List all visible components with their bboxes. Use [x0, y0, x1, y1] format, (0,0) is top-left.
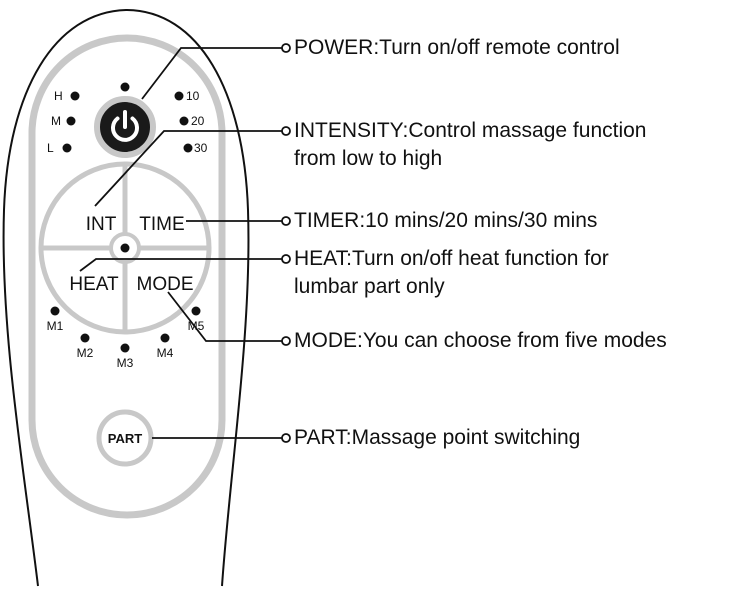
mode-button[interactable]: MODE	[137, 274, 194, 295]
leader-end-part	[281, 433, 291, 443]
callout-part: PART:Massage point switching	[294, 426, 581, 449]
mode-dot-m3	[120, 343, 130, 353]
mode-label-m1: M1	[47, 319, 64, 333]
callout-heat-line2: lumbar part only	[294, 275, 445, 298]
mode-label-m3: M3	[117, 356, 134, 370]
intensity-label-m: M	[51, 114, 61, 128]
time-button[interactable]: TIME	[139, 214, 184, 235]
int-button[interactable]: INT	[86, 214, 117, 235]
intensity-dot-m	[66, 116, 76, 126]
callout-timer: TIMER:10 mins/20 mins/30 mins	[294, 209, 598, 232]
leader-end-power	[281, 43, 291, 53]
leader-intensity	[94, 130, 282, 207]
heat-button[interactable]: HEAT	[69, 274, 119, 295]
callout-intensity-line2: from low to high	[294, 147, 443, 170]
leader-mode	[167, 291, 282, 342]
power-top-indicator-dot	[120, 82, 130, 92]
callout-heat-line1: HEAT:Turn on/off heat function for	[294, 247, 609, 270]
mode-dot-m5	[191, 306, 201, 316]
remote-body-outline	[2, 8, 250, 587]
timer-dot-20	[179, 116, 189, 126]
callout-intensity-line1: INTENSITY:Control massage function	[294, 119, 647, 142]
remote-inner-ring	[28, 34, 226, 519]
timer-label-20: 20	[191, 114, 205, 128]
leader-lines	[79, 47, 282, 439]
mode-dot-m4	[160, 333, 170, 343]
leader-end-heat	[281, 254, 291, 264]
intensity-dot-h	[70, 91, 80, 101]
intensity-label-l: L	[47, 141, 54, 155]
intensity-dot-l	[62, 143, 72, 153]
power-button[interactable]	[94, 96, 156, 158]
intensity-indicators: H M L	[47, 89, 80, 155]
mode-dot-m1	[50, 306, 60, 316]
leader-end-intensity	[281, 126, 291, 136]
part-button[interactable]: PART	[96, 409, 154, 467]
callout-power: POWER:Turn on/off remote control	[294, 36, 620, 59]
mode-indicators: M1 M2 M3 M4 M5	[47, 306, 205, 370]
dpad	[38, 161, 212, 335]
part-button-label: PART	[108, 431, 142, 446]
timer-indicators: 10 20 30	[174, 89, 208, 155]
timer-dot-30	[183, 143, 193, 153]
leader-power	[141, 47, 282, 100]
power-icon	[111, 110, 139, 142]
mode-dot-m2	[80, 333, 90, 343]
mode-label-m2: M2	[77, 346, 94, 360]
intensity-label-h: H	[54, 89, 63, 103]
dpad-center-dot	[120, 243, 130, 253]
callout-mode: MODE:You can choose from five modes	[294, 329, 667, 352]
mode-label-m4: M4	[157, 346, 174, 360]
timer-label-10: 10	[186, 89, 200, 103]
timer-dot-10	[174, 91, 184, 101]
leader-end-circles	[281, 43, 291, 443]
leader-end-timer	[281, 216, 291, 226]
leader-end-mode	[281, 336, 291, 346]
timer-label-30: 30	[194, 141, 208, 155]
leader-heat	[79, 258, 282, 272]
